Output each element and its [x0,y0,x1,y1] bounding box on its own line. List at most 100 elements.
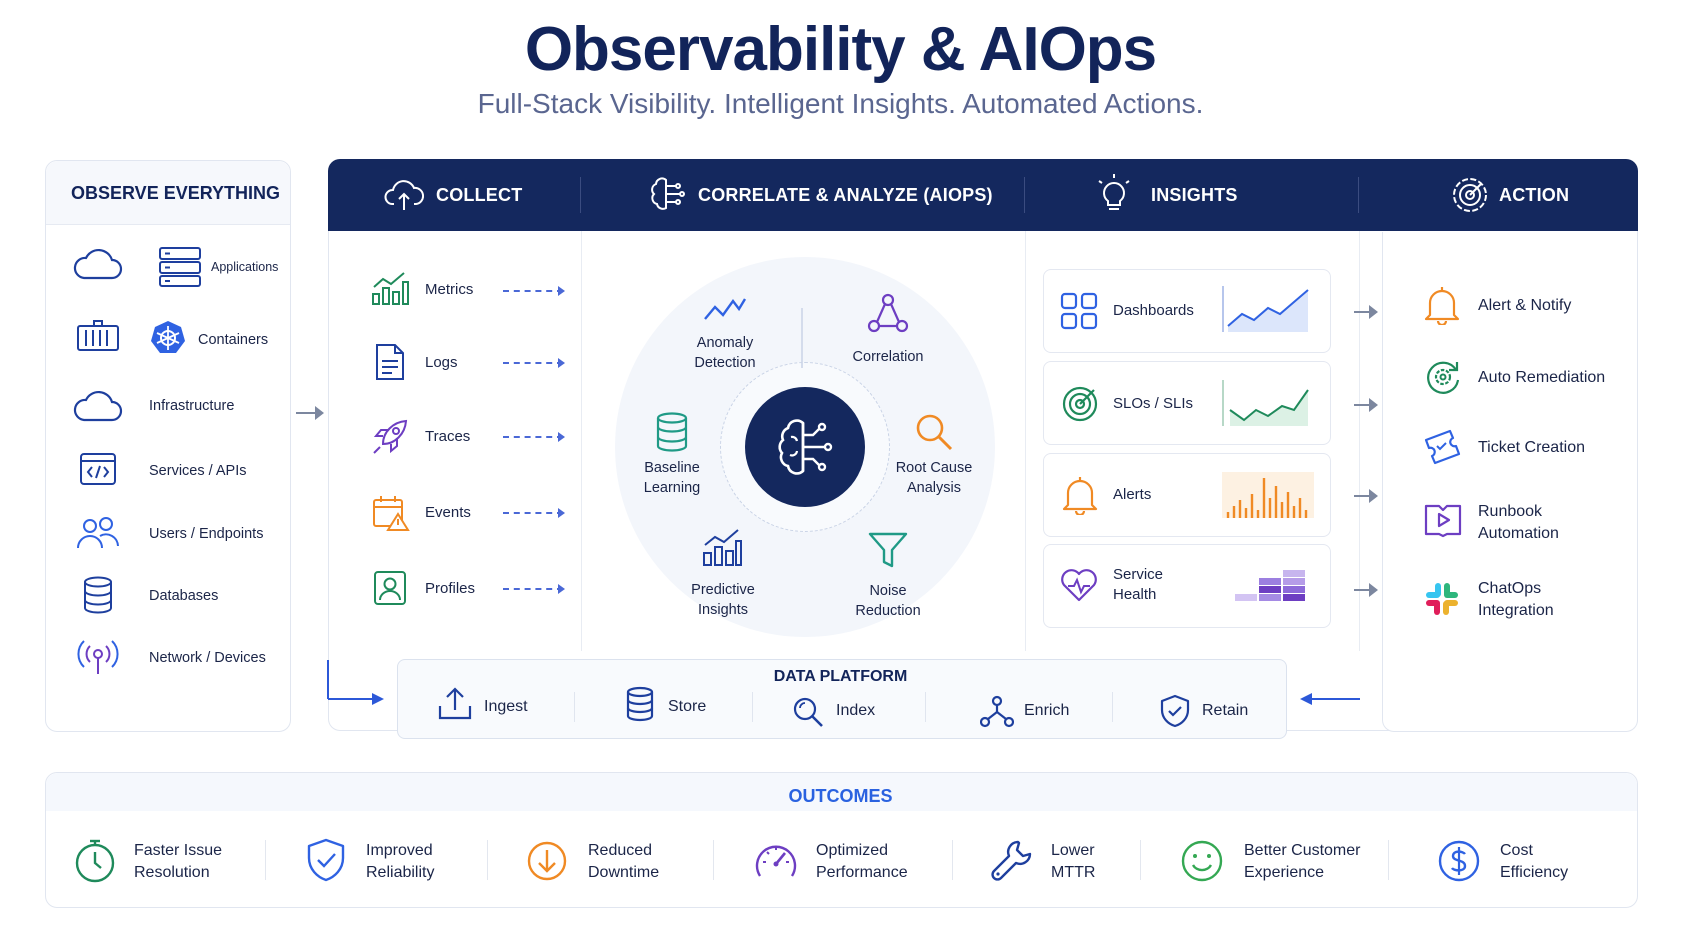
collect-events: Events [425,504,471,521]
platform-divider [1112,692,1113,722]
lightbulb-icon [1098,174,1130,210]
platform-retain: Retain [1202,702,1249,719]
stopwatch-icon [75,839,115,883]
outcome-faster-issue-resolution: Faster Issue Resolution [134,842,223,881]
insight-to-action-arrow [1354,398,1378,412]
header-divider [1358,177,1359,213]
observe-title: OBSERVE EVERYTHING [46,161,290,225]
gear-refresh-icon [1427,361,1460,394]
server-stack-icon [159,247,201,287]
bell-icon [1424,287,1460,325]
collect-to-platform-connector [327,660,384,705]
insight-dashboards: Dashboards [1113,302,1194,319]
insight-to-action-arrow [1354,583,1378,597]
rocket-icon [373,419,408,454]
header-correlate: CORRELATE & ANALYZE (AIOPS) [698,185,993,205]
action-runbook-automation: Runbook Automation [1478,503,1559,542]
heart-pulse-icon [1061,569,1097,602]
observe-to-collect-arrow [296,406,324,420]
calendar-alert-icon [373,496,410,531]
outcomes-panel [45,772,1638,908]
column-divider [1359,231,1360,651]
search-icon [793,697,823,727]
gauge-icon [755,845,797,877]
outcome-divider [1388,840,1389,880]
outcome-optimized-performance: Optimized Performance [816,842,908,881]
header-action: ACTION [1499,185,1570,205]
aiops-anomaly-detection: Anomaly Detection [694,335,756,371]
cloud-icon [73,248,123,280]
search-icon [916,414,953,451]
outcome-divider [1140,840,1141,880]
data-platform-title: DATA PLATFORM [773,668,908,685]
collect-metrics: Metrics [425,281,474,298]
cloud-upload-icon [384,180,424,210]
action-chatops-integration: ChatOps Integration [1478,580,1554,619]
bar-chart-icon [372,272,409,305]
bell-icon [1062,477,1098,515]
collect-arrow [503,432,565,442]
header-divider [580,177,581,213]
outcomes-title: OUTCOMES [788,786,893,806]
source-users-endpoints: Users / Endpoints [149,526,264,542]
collect-traces: Traces [425,428,471,445]
insight-to-action-arrow [1354,489,1378,503]
aiops-root-cause-analysis: Root Cause Analysis [895,460,973,496]
collect-arrow [503,286,565,296]
aiops-predictive-insights: Predictive Insights [691,582,755,618]
target-gear-icon [1453,178,1487,212]
wrench-icon [991,840,1032,881]
database-icon [656,412,688,452]
brain-chip-icon [651,177,685,210]
service-health-heatmap [1235,570,1305,601]
aiops-correlation: Correlation [852,349,924,365]
data-platform [397,659,1287,739]
outcomes-header-band [46,773,1637,811]
alerts-histogram [1222,472,1314,518]
network-icon [980,695,1014,728]
database-icon [84,576,112,614]
outcome-better-customer-experience: Better Customer Experience [1244,842,1361,881]
observe-panel: OBSERVE EVERYTHING [45,160,291,732]
outcome-divider [952,840,953,880]
action-to-platform-arrow [1300,693,1360,705]
bar-chart-icon [703,529,742,566]
upload-icon [438,687,472,720]
insight-slos-slis: SLOs / SLIs [1113,395,1194,412]
profile-icon [374,571,406,605]
collect-arrow [503,508,565,518]
play-book-icon [1424,504,1462,538]
container-icon [77,320,119,351]
action-panel [1382,232,1638,732]
cloud-icon [73,390,123,422]
source-databases: Databases [149,588,219,604]
brain-icon [778,419,833,475]
action-ticket-creation: Ticket Creation [1478,439,1585,456]
outcome-reduced-downtime: Reduced Downtime [588,842,660,881]
spoke-line [801,308,803,368]
dashboard-sparkline [1222,286,1309,332]
column-divider [581,231,582,651]
collect-profiles: Profiles [425,580,476,597]
page-title: Observability & AIOps [524,15,1157,84]
platform-divider [574,692,575,722]
source-services-apis: Services / APIs [149,463,247,479]
smiley-icon [1181,840,1223,882]
code-window-icon [80,453,116,485]
action-alert-notify: Alert & Notify [1478,297,1572,314]
antenna-icon [77,640,119,674]
collect-arrow [503,358,565,368]
outcome-lower-mttr: Lower MTTR [1051,842,1096,881]
correlation-nodes-icon [867,293,909,333]
header-divider [1024,177,1025,213]
collect-logs: Logs [425,354,458,371]
shield-check-icon [1160,694,1190,728]
outcome-cost-efficiency: Cost Efficiency [1500,842,1569,881]
users-icon [77,517,119,549]
insight-alerts: Alerts [1113,486,1152,503]
outcome-improved-reliability: Improved Reliability [366,842,435,881]
platform-enrich: Enrich [1024,702,1070,719]
ai-brain-core [745,387,865,507]
aiops-noise-reduction: Noise Reduction [855,583,921,619]
outcome-divider [265,840,266,880]
